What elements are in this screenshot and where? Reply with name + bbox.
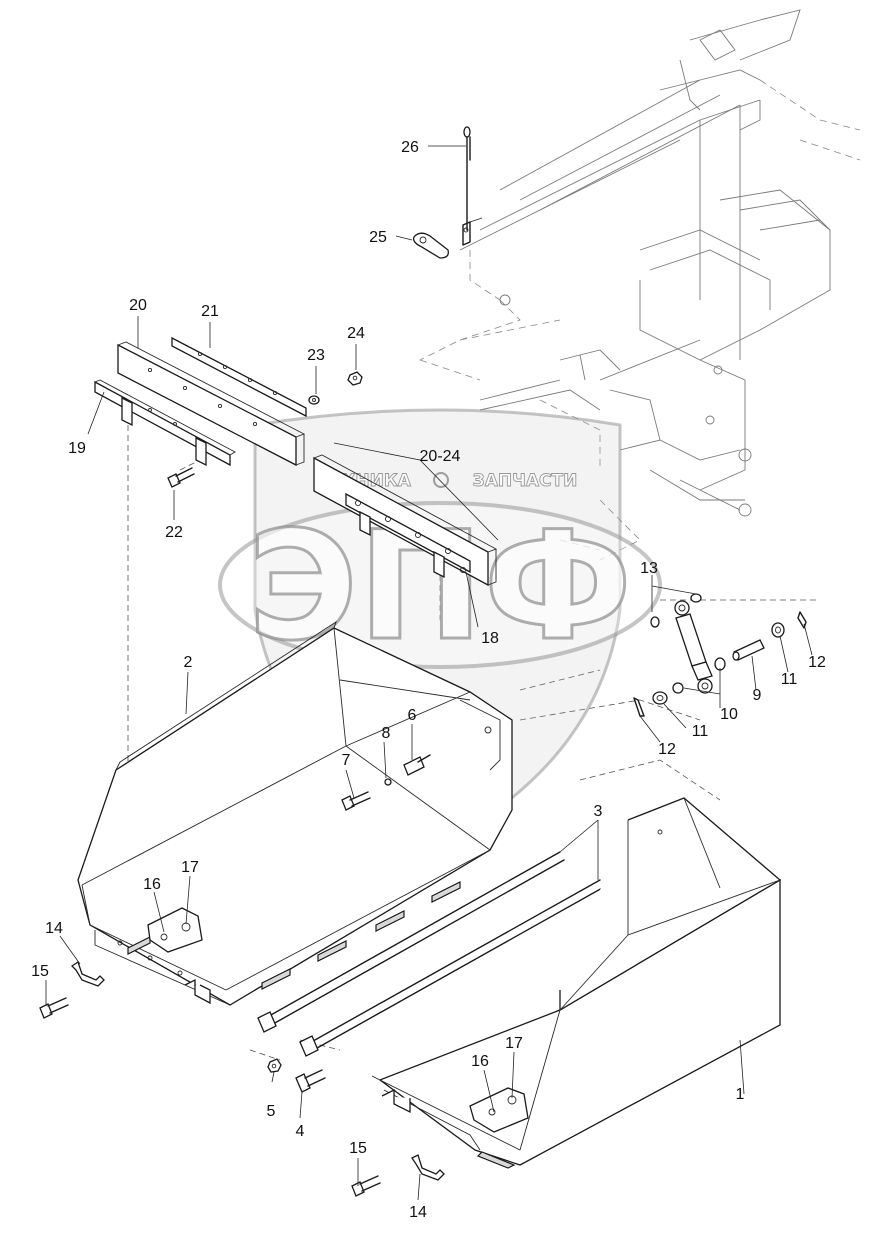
part-10-shock-absorber — [650, 593, 726, 694]
callout-12-right: 12 — [808, 654, 826, 671]
callout-10: 10 — [720, 706, 738, 723]
callout-labels: 26 25 20 21 23 24 19 22 20-24 18 13 2 6 … — [31, 139, 826, 1221]
callout-16-hopper: 16 — [143, 876, 161, 893]
callout-12-left: 12 — [658, 741, 676, 758]
part-3-rods — [257, 851, 605, 1057]
part-20-24-assembly — [313, 454, 498, 587]
callout-14-left: 14 — [45, 920, 63, 937]
part-9-pin — [732, 639, 765, 661]
callout-3: 3 — [594, 803, 603, 820]
callout-19: 19 — [68, 440, 86, 457]
callout-17-hopper: 17 — [181, 859, 199, 876]
callout-21: 21 — [201, 303, 219, 320]
parts-23-24-fasteners — [308, 371, 363, 405]
leader-lines — [45, 145, 813, 1201]
callout-14-bottom: 14 — [409, 1204, 427, 1221]
callout-11-left: 11 — [692, 723, 709, 740]
callout-5: 5 — [267, 1103, 276, 1120]
parts-11-12-washers-pins — [633, 611, 807, 717]
machine-frame — [419, 9, 861, 561]
gear-icon — [433, 472, 449, 488]
part-26-rod — [463, 126, 471, 231]
part-20-plate — [117, 341, 306, 467]
parts-6-7-8-hopper-fasteners — [341, 754, 431, 811]
callout-15-left: 15 — [31, 963, 49, 980]
callout-2: 2 — [184, 654, 193, 671]
part-1-bin — [371, 797, 782, 1169]
parts-14-15-bottom-clamp — [351, 1154, 445, 1197]
callout-20-24: 20-24 — [420, 448, 461, 465]
callout-16-bin: 16 — [471, 1053, 489, 1070]
callout-18: 18 — [481, 630, 499, 647]
assembly-lines — [127, 425, 820, 1061]
parts-4-5-fasteners — [267, 1058, 326, 1093]
callout-23: 23 — [307, 347, 325, 364]
callout-8: 8 — [382, 725, 391, 742]
callout-22: 22 — [165, 524, 183, 541]
part-19-strip — [94, 379, 236, 467]
callout-11-right: 11 — [781, 671, 798, 688]
callout-9: 9 — [753, 687, 762, 704]
callout-20: 20 — [129, 297, 147, 314]
part-21-strip — [171, 336, 307, 418]
callout-13: 13 — [640, 560, 658, 577]
parts-14-15-left-clamp — [39, 960, 105, 1019]
callout-17-bin: 17 — [505, 1035, 523, 1052]
part-22-bolt — [167, 467, 195, 488]
callout-24: 24 — [347, 325, 365, 342]
callout-7: 7 — [342, 752, 351, 769]
callout-25: 25 — [369, 229, 387, 246]
callout-26: 26 — [401, 139, 419, 156]
callout-6: 6 — [408, 707, 417, 724]
part-25-bracket — [412, 217, 483, 259]
callout-4: 4 — [296, 1123, 305, 1140]
callout-15-bottom: 15 — [349, 1140, 367, 1157]
watermark-right-word: ЗАПЧАСТИ — [473, 471, 578, 491]
callout-1: 1 — [736, 1086, 745, 1103]
parts-16-17-hopper-plate — [147, 907, 203, 953]
